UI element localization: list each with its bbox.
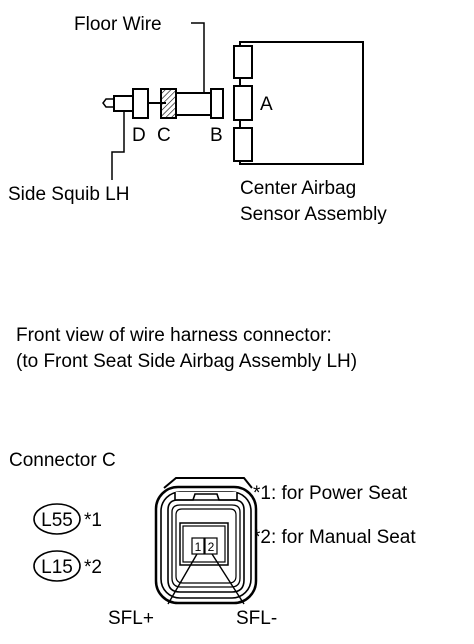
code-badge-2 <box>33 550 81 582</box>
pin-1-box <box>191 537 205 555</box>
sfl-plus-leader <box>167 553 198 605</box>
code-badge-2-text: L15 <box>41 557 73 578</box>
connector-c-label: C <box>157 125 171 146</box>
connector-face <box>154 477 258 605</box>
side-squib-label: Side Squib LH <box>8 184 129 205</box>
center-airbag-sensor-body <box>239 41 364 165</box>
side-squib-leader <box>111 111 125 180</box>
pin-2-label: 2 <box>208 540 215 554</box>
connector-c-hatched <box>160 88 177 119</box>
sfl-plus-label: SFL+ <box>108 608 154 629</box>
sensor-connector-slot-1 <box>233 45 253 79</box>
floor-wire-body <box>175 92 213 116</box>
caption-line1: Front view of wire harness connector: <box>16 325 332 346</box>
connector-title: Connector C <box>9 450 116 471</box>
note-power-seat: *1: for Power Seat <box>253 483 408 504</box>
connector-b-label: B <box>210 125 223 146</box>
pin-1-label: 1 <box>195 540 202 554</box>
floor-wire-leader <box>191 22 205 92</box>
side-squib-wire-end <box>102 98 114 108</box>
note-manual-seat: *2: for Manual Seat <box>253 527 416 548</box>
sfl-minus-leader <box>211 553 245 605</box>
sensor-connector-slot-3 <box>233 127 253 162</box>
connector-a-label: A <box>260 94 273 115</box>
sensor-label-line1: Center Airbag <box>240 178 356 199</box>
connector-b <box>210 88 224 119</box>
sensor-label-line2: Sensor Assembly <box>240 204 387 225</box>
code-badge-1-mark: *1 <box>84 510 102 531</box>
sensor-connector-slot-a <box>233 85 253 121</box>
caption-line2: (to Front Seat Side Airbag Assembly LH) <box>16 351 357 372</box>
pin-2-box <box>204 537 218 555</box>
code-badge-1 <box>33 503 81 535</box>
code-badge-1-text: L55 <box>41 510 73 531</box>
connector-d-label: D <box>132 125 146 146</box>
side-squib-plug <box>113 95 134 112</box>
floor-wire-label: Floor Wire <box>74 14 162 35</box>
connector-d <box>132 88 149 119</box>
code-badge-2-mark: *2 <box>84 557 102 578</box>
sfl-minus-label: SFL- <box>236 608 277 629</box>
